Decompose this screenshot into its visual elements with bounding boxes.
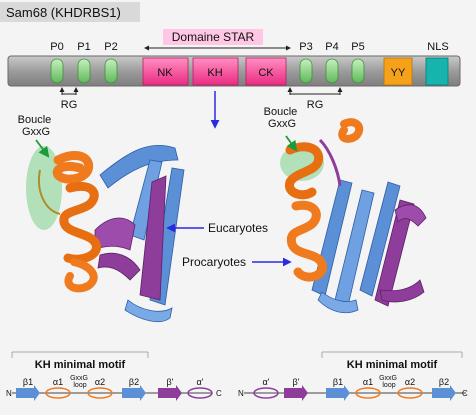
topo-left-n: N	[6, 389, 12, 398]
p1-pill	[77, 58, 91, 84]
eukaryote-structure	[26, 144, 185, 323]
procaryotes-label: Procaryotes	[182, 255, 246, 269]
rg-right-label: RG	[307, 99, 324, 111]
nls-label: NLS	[427, 41, 448, 53]
topo-left-ap: α'	[197, 377, 204, 387]
p2-label: P2	[104, 41, 117, 53]
kh-label: KH	[207, 67, 222, 79]
prokaryote-structure	[280, 118, 427, 314]
p4-pill	[325, 58, 339, 84]
protein-title: Sam68 (KHDRBS1)	[6, 5, 121, 20]
topo-right-ap: α'	[263, 377, 270, 387]
p0-label: P0	[50, 41, 63, 53]
loop-label-right-line2: GxxG	[268, 118, 296, 130]
nls-domain	[425, 57, 449, 86]
topo-left-bp: β'	[167, 377, 174, 387]
p3-label: P3	[299, 41, 312, 53]
topo-left-loop-line1: GxxG	[70, 375, 88, 382]
topo-right-b1: β1	[333, 377, 343, 387]
topology-right: KH minimal motif N α' β' β1 α1 GxxG loop…	[238, 351, 468, 401]
kh-domain	[192, 57, 239, 86]
star-label-background	[163, 29, 263, 45]
p5-pill	[351, 58, 365, 84]
loop-label-left-line2: GxxG	[22, 126, 50, 138]
nk-domain	[142, 57, 189, 86]
topo-right-b2: β2	[439, 377, 449, 387]
p5-label: P5	[351, 41, 364, 53]
rg-left-label: RG	[61, 99, 78, 111]
topo-left-loop: GxxG loop	[70, 375, 90, 389]
p1-label: P1	[77, 41, 90, 53]
topo-left-b2: β2	[129, 377, 139, 387]
topology-left: KH minimal motif N β1 α1 GxxG loop α2 β2…	[6, 351, 222, 401]
topo-left-b1: β1	[23, 377, 33, 387]
topo-right-a1: α1	[363, 377, 373, 387]
loop-label-left-line1: Boucle	[18, 114, 52, 126]
yy-domain	[383, 57, 413, 86]
topo-right-bp: β'	[293, 377, 300, 387]
yy-label: YY	[391, 67, 406, 79]
topo-right-loop-line2: loop	[382, 382, 395, 389]
ck-label: CK	[258, 67, 274, 79]
topo-right-loop: GxxG loop	[379, 375, 399, 389]
loop-arrow-right	[285, 135, 298, 152]
title-background	[0, 2, 140, 22]
topo-left-a1: α1	[53, 377, 63, 387]
p3-pill	[299, 58, 313, 84]
loop-arrow-left	[35, 139, 50, 158]
ck-domain	[245, 57, 287, 86]
topo-right-c: C	[462, 389, 468, 398]
topo-left-c: C	[216, 389, 222, 398]
rg-left-bracket	[61, 88, 77, 95]
topo-right-loop-line1: GxxG	[379, 375, 397, 382]
topo-left-a2: α2	[95, 377, 105, 387]
loop-label-right: Boucle GxxG	[264, 106, 301, 130]
p2-pill	[104, 58, 118, 84]
loop-label-left: Boucle GxxG	[18, 114, 55, 138]
nk-label: NK	[157, 67, 173, 79]
loop-label-right-line1: Boucle	[264, 106, 298, 118]
motif-title-right: KH minimal motif	[347, 359, 438, 371]
topo-right-a2: α2	[405, 377, 415, 387]
motif-title-left: KH minimal motif	[35, 359, 126, 371]
loop-highlight-left	[26, 146, 62, 230]
eucaryotes-label: Eucaryotes	[208, 221, 268, 235]
topo-left-loop-line2: loop	[73, 382, 86, 389]
p0-pill	[50, 58, 64, 84]
star-domain-label: Domaine STAR	[172, 30, 255, 44]
topo-right-n: N	[238, 389, 244, 398]
p4-label: P4	[325, 41, 338, 53]
